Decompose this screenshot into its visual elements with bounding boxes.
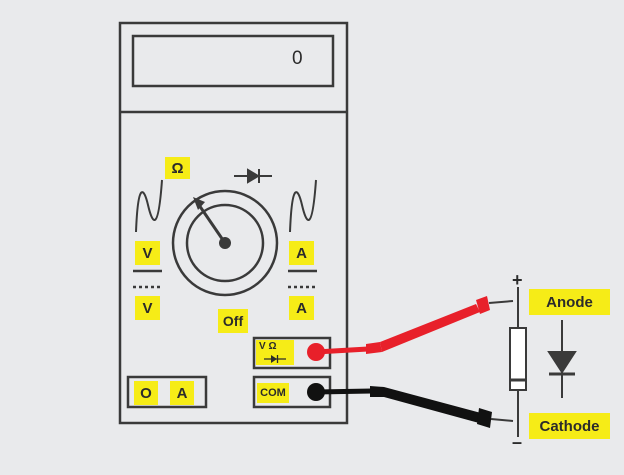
label-cathode: Cathode bbox=[529, 413, 610, 439]
rotary-dial-outer[interactable] bbox=[171, 189, 279, 297]
label-amp-jack-o: O bbox=[134, 381, 158, 405]
label-plus: + bbox=[512, 270, 523, 290]
jack-diode-icon bbox=[264, 354, 286, 363]
label-v-ohm-diode bbox=[256, 352, 294, 365]
label-minus: – bbox=[512, 432, 523, 452]
label-anode: Anode bbox=[529, 289, 610, 315]
dial-pointer-icon bbox=[193, 197, 231, 249]
meter-body bbox=[118, 21, 349, 425]
black-probe[interactable] bbox=[307, 383, 514, 428]
display-window bbox=[131, 34, 335, 88]
rotary-dial-inner bbox=[185, 203, 265, 283]
label-volts-ac: V bbox=[135, 241, 160, 265]
diode-symbol-icon-large bbox=[547, 320, 577, 398]
diode-symbol-icon bbox=[234, 168, 272, 184]
ac-sine-icon-left bbox=[135, 179, 163, 233]
label-ohm: Ω bbox=[165, 157, 190, 179]
label-amp-jack-a: A bbox=[170, 381, 194, 405]
label-v-ohm-jack: V Ω bbox=[256, 340, 294, 352]
label-com-jack: COM bbox=[257, 383, 289, 403]
jack-amp-box bbox=[126, 375, 208, 409]
label-amps-ac: A bbox=[289, 241, 314, 265]
dc-line-icon-right bbox=[288, 269, 317, 289]
ac-sine-icon-right bbox=[289, 179, 317, 233]
resistor-icon bbox=[509, 287, 527, 437]
label-volts-dc: V bbox=[135, 296, 160, 320]
red-probe[interactable] bbox=[307, 296, 514, 361]
dc-line-icon-left bbox=[133, 269, 162, 289]
label-off: Off bbox=[218, 309, 248, 333]
label-amps-dc: A bbox=[289, 296, 314, 320]
display-reading: 0 bbox=[292, 48, 303, 69]
